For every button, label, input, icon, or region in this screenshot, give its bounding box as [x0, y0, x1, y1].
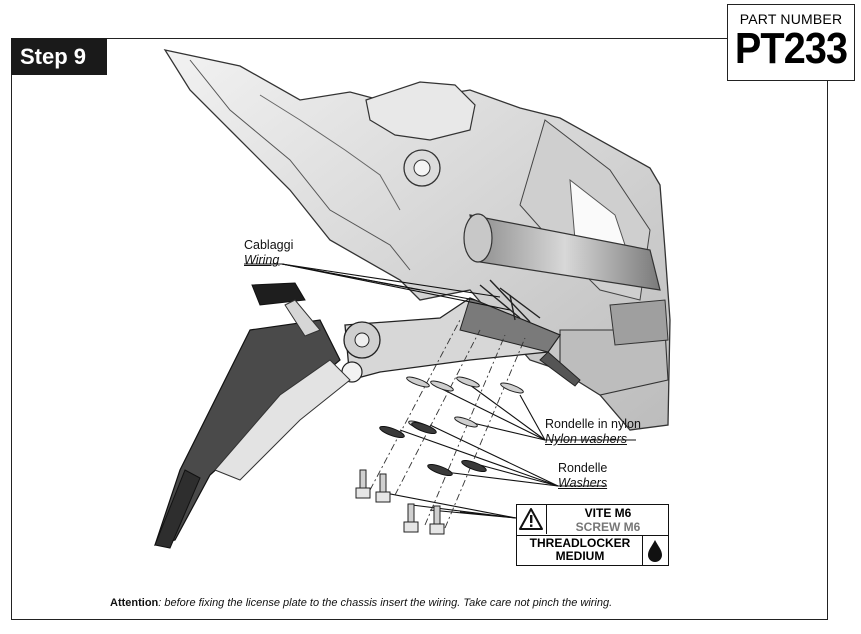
part-number-box: PART NUMBER PT233 — [727, 4, 855, 81]
screw-threadlocker-box: VITE M6 SCREW M6 THREADLOCKER MEDIUM — [516, 504, 669, 566]
washers — [379, 421, 487, 477]
threadlocker-label: THREADLOCKER — [529, 536, 631, 550]
wiring-label-en: Wiring — [244, 253, 280, 267]
screw-label-it: VITE M6 — [584, 506, 632, 520]
nylon-label-it: Rondelle in nylon — [545, 417, 641, 431]
attention-label: Attention — [110, 597, 159, 609]
attention-note: Attention: before fixing the license pla… — [110, 597, 612, 609]
screw-row: VITE M6 SCREW M6 — [517, 505, 668, 536]
threadlocker-strength: MEDIUM — [555, 549, 605, 563]
step-badge: Step 9 — [11, 38, 107, 75]
washers-label-it: Rondelle — [558, 461, 608, 475]
nylon-washers-callout: Rondelle in nylon Nylon washers — [545, 417, 641, 447]
wiring-harness — [479, 279, 541, 323]
wiring-callout: Cablaggi Wiring — [244, 238, 293, 268]
nylon-label-en: Nylon washers — [545, 432, 627, 446]
drop-icon — [642, 536, 668, 565]
threadlocker-text: THREADLOCKER MEDIUM — [519, 537, 641, 563]
license-plate-bracket — [154, 282, 581, 549]
step-frame — [11, 38, 828, 620]
screw-label-en: SCREW M6 — [575, 520, 641, 534]
threadlocker-row: THREADLOCKER MEDIUM — [517, 536, 668, 565]
screws-m6 — [355, 469, 445, 535]
leader-lines — [244, 263, 636, 519]
assembly-axes — [369, 319, 526, 529]
part-number-value: PT233 — [734, 24, 848, 73]
washers-label-en: Washers — [558, 476, 608, 490]
part-number-heading: PART NUMBER — [739, 11, 843, 27]
wiring-label-it: Cablaggi — [244, 238, 294, 252]
attention-text: : before fixing the license plate to the… — [158, 597, 613, 609]
screw-text: VITE M6 SCREW M6 — [549, 506, 667, 534]
washers-callout: Rondelle Washers — [558, 461, 607, 491]
warning-triangle-icon — [517, 505, 547, 534]
